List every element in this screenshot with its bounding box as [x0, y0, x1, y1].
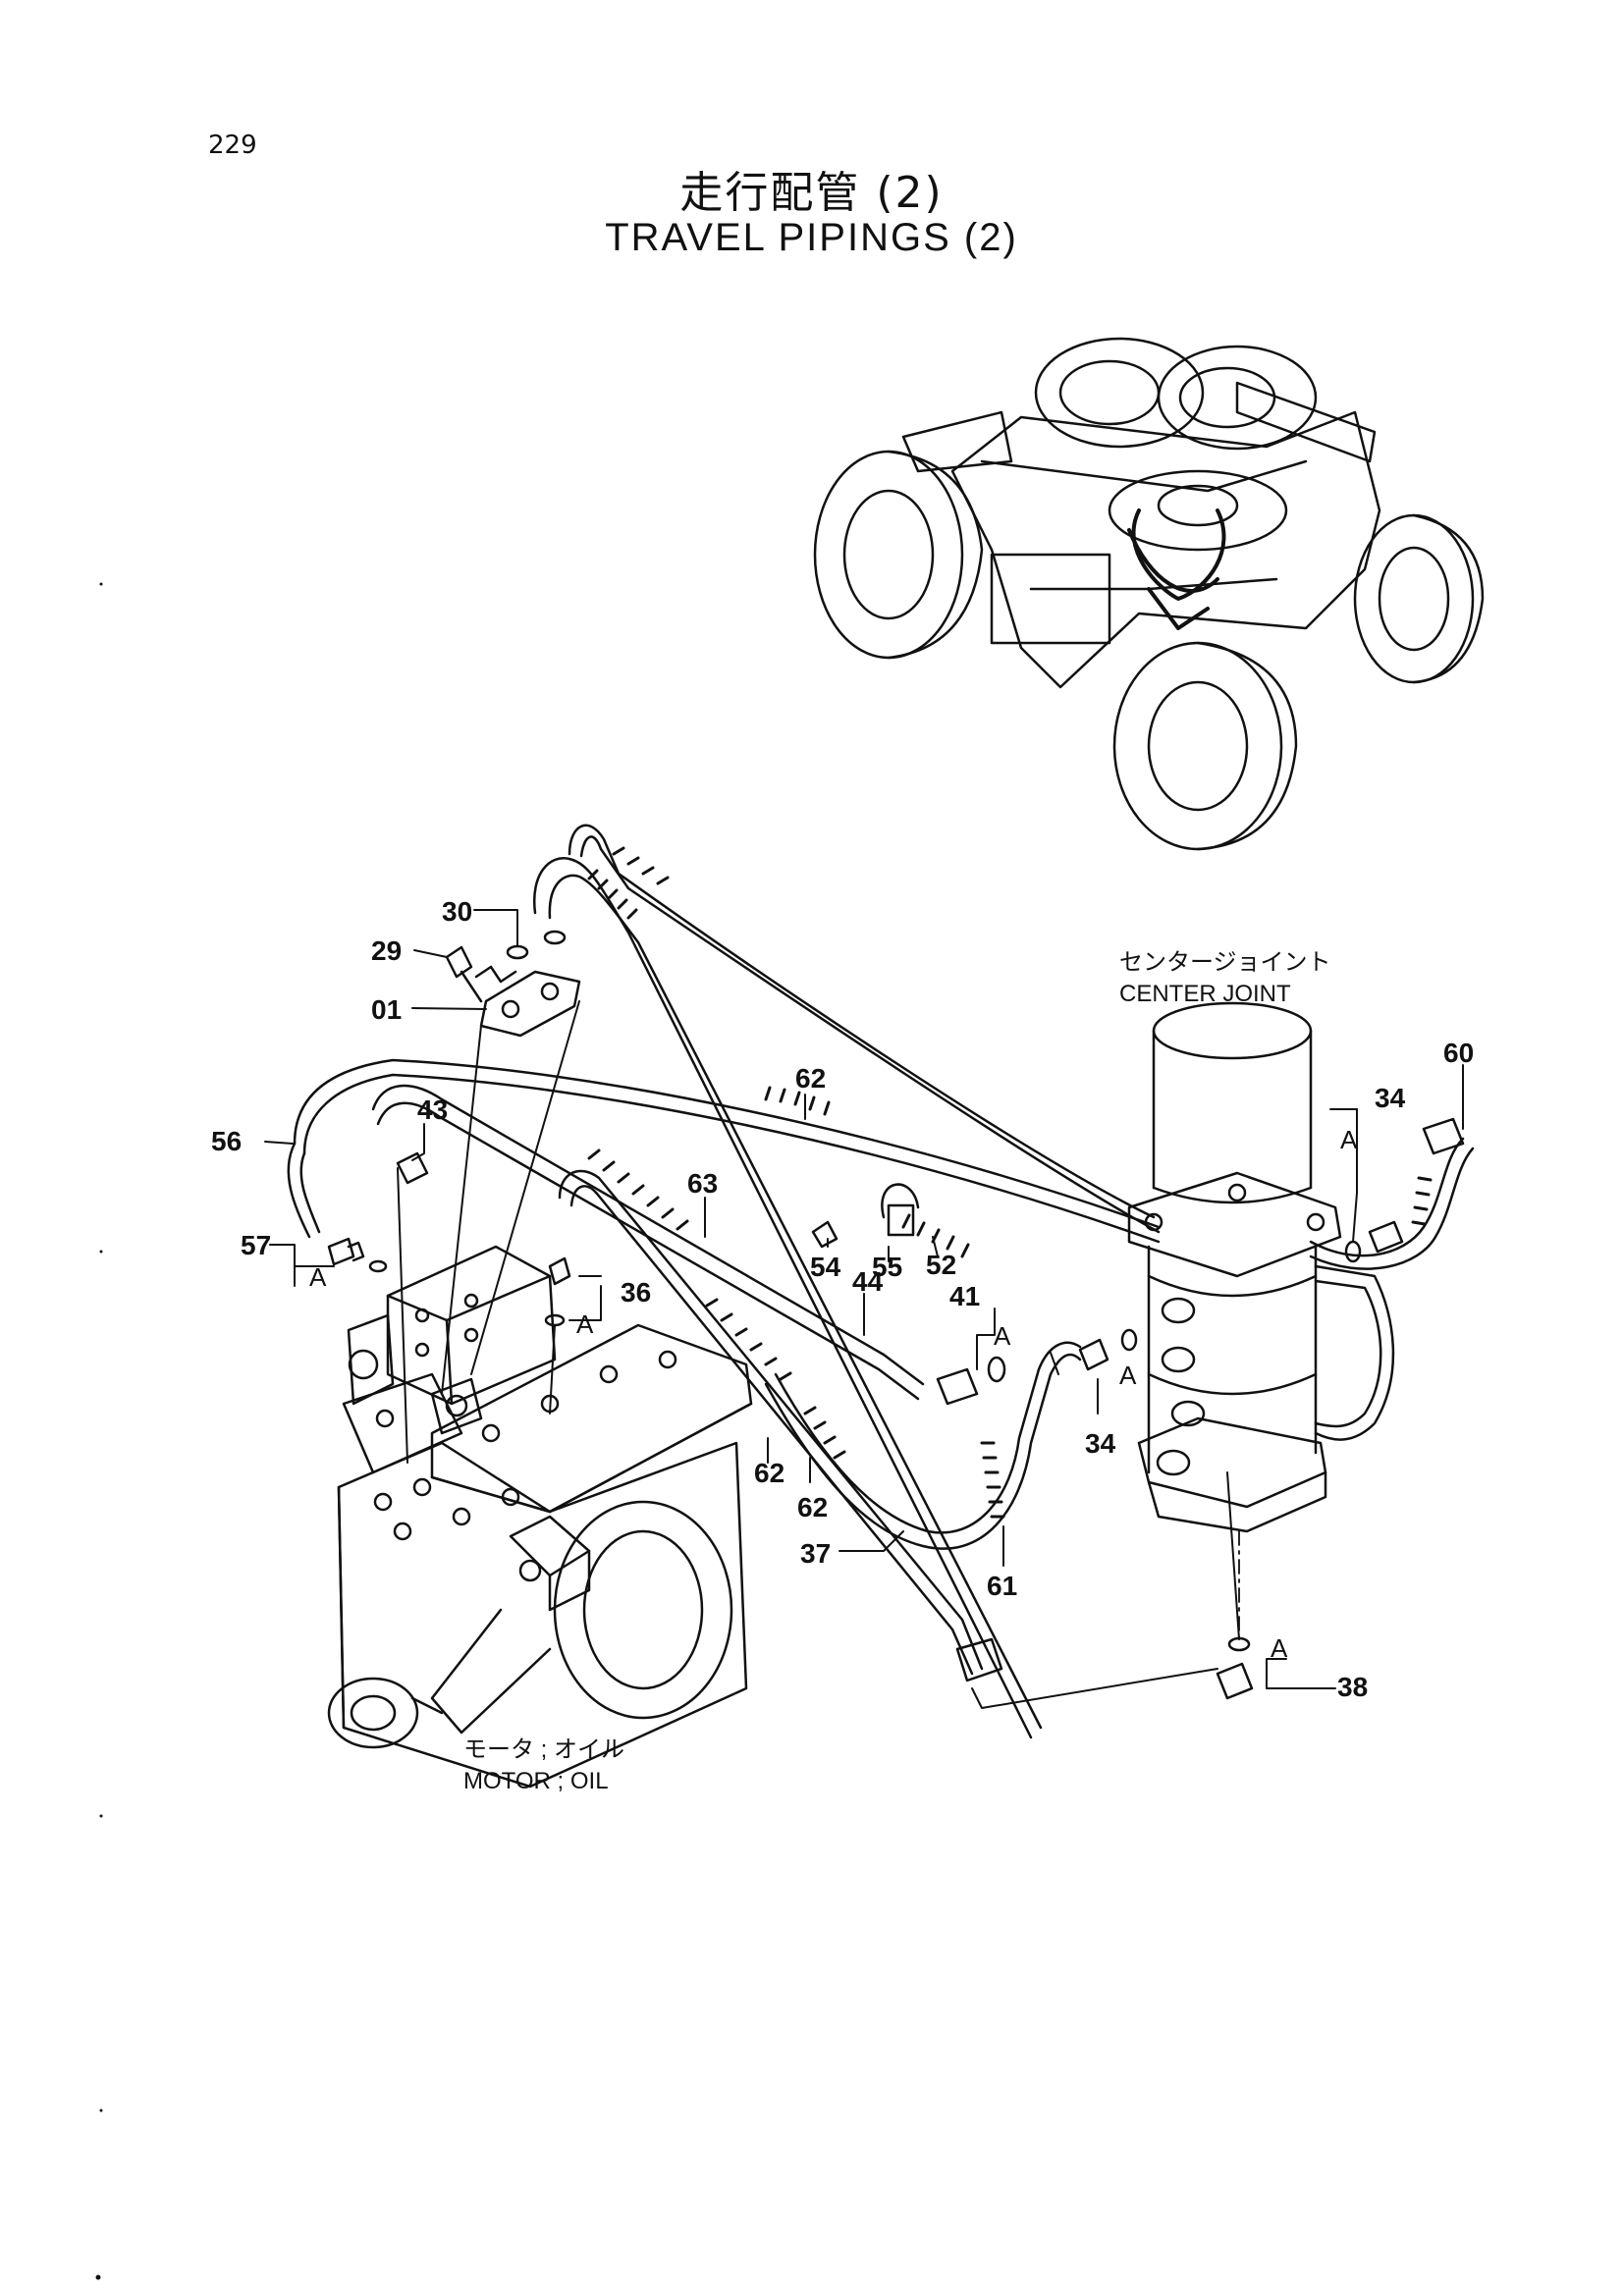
callout-63: 63 — [687, 1168, 718, 1199]
chassis-overview — [813, 337, 1485, 851]
fittings — [327, 930, 1465, 1700]
callout-56: 56 — [211, 1126, 242, 1156]
detail-letter-a-36: A — [576, 1309, 594, 1339]
callout-54: 54 — [810, 1252, 841, 1282]
callout-37: 37 — [800, 1538, 831, 1569]
callout-36: 36 — [621, 1277, 651, 1308]
callout-62-top: 62 — [795, 1063, 826, 1094]
callout-34-right: 34 — [1375, 1083, 1406, 1113]
callout-34-left: 34 — [1085, 1428, 1116, 1459]
motor-label-jp: モータ ; オイル — [463, 1736, 624, 1763]
center-joint-flange — [1127, 1171, 1342, 1278]
motor-drum — [553, 1500, 733, 1720]
callout-43: 43 — [417, 1095, 448, 1125]
callout-01: 01 — [371, 994, 402, 1025]
center-joint-base — [1137, 1416, 1327, 1509]
margin-specks — [95, 582, 103, 2280]
front-right-tire — [1112, 641, 1283, 851]
center-joint — [1127, 1001, 1342, 1533]
callout-52: 52 — [926, 1250, 956, 1280]
callout-55: 55 — [872, 1252, 902, 1282]
motor-housing — [337, 1441, 748, 1789]
detail-letter-a-34-left: A — [1119, 1361, 1137, 1390]
page-title-english: TRAVEL PIPINGS (2) — [605, 216, 1018, 259]
callout-57: 57 — [241, 1230, 271, 1260]
detail-letter-a-41: A — [994, 1321, 1011, 1351]
motor-label-en: MOTOR ; OIL — [463, 1768, 609, 1794]
callout-61: 61 — [987, 1571, 1017, 1601]
hoses — [287, 824, 1475, 1739]
hose-coil-markings — [587, 846, 1433, 1519]
motor-control-block — [386, 1245, 557, 1406]
rear-right-tire — [1157, 345, 1318, 451]
page-title-japanese: 走行配管 (2) — [679, 168, 944, 218]
rear-left-tire — [1034, 337, 1205, 449]
callout-62-mid: 62 — [754, 1458, 784, 1488]
callout-41: 41 — [949, 1281, 980, 1311]
tank-box — [990, 553, 1111, 645]
callout-44: 44 — [852, 1266, 884, 1297]
callout-labels: 30 29 01 43 56 57 A 36 A 62 63 54 55 52 … — [211, 896, 1474, 1794]
split-flange-01 — [479, 970, 581, 1038]
callout-62-bottom: 62 — [797, 1492, 828, 1522]
leader-lines — [264, 909, 1464, 1709]
callout-29: 29 — [371, 935, 402, 966]
detail-letter-a-38: A — [1271, 1633, 1288, 1663]
center-joint-label-en: CENTER JOINT — [1119, 981, 1291, 1007]
front-left-tire — [813, 450, 964, 660]
turntable-ring — [1108, 469, 1288, 552]
page-number: 229 — [208, 131, 257, 160]
center-joint-label-jp: センタージョイント — [1119, 949, 1331, 976]
detail-letter-a-34-right: A — [1340, 1125, 1358, 1154]
callout-30: 30 — [442, 896, 472, 927]
callout-60: 60 — [1443, 1038, 1474, 1068]
callout-38: 38 — [1337, 1672, 1368, 1702]
chassis-frame — [950, 410, 1381, 689]
detail-letter-a-57: A — [309, 1262, 327, 1292]
travel-motor — [327, 1245, 753, 1789]
